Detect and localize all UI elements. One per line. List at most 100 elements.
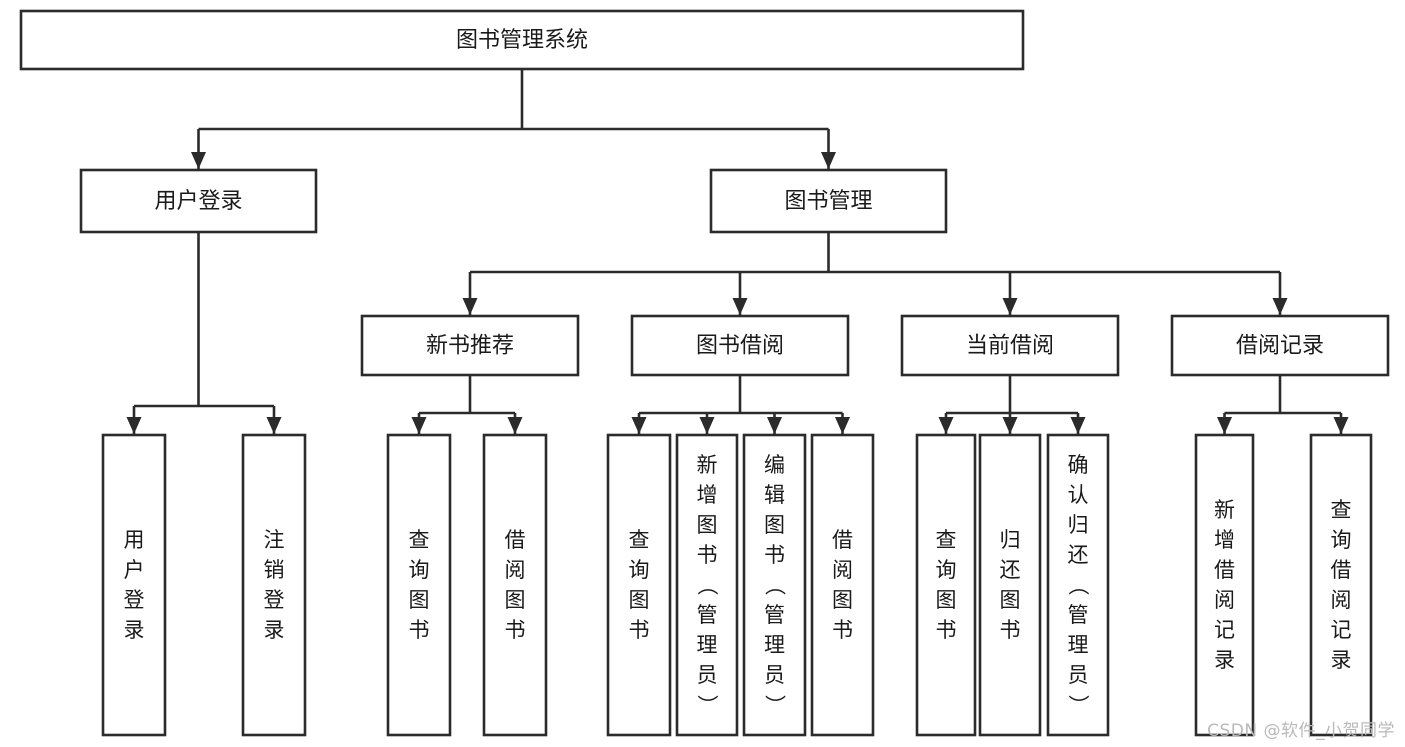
node-leaf-10-label-char: ） (1066, 695, 1090, 716)
arrow-head-icon (631, 417, 647, 434)
node-leaf-3-label-char: 借 (505, 528, 526, 552)
node-leaf-12-label-char: 询 (1331, 528, 1352, 552)
node-level2-1-box[interactable] (709, 168, 948, 234)
node-leaf-0-label-char: 录 (124, 618, 145, 642)
node-leaf-6-label-char: 理 (764, 633, 785, 657)
node-root-book-management-system-box[interactable] (19, 9, 1025, 71)
node-leaf-1-label-char: 录 (264, 618, 285, 642)
arrow-head-icon (1272, 298, 1288, 315)
node-level3-0[interactable]: 新书推荐 (360, 314, 580, 377)
node-leaf-3-box[interactable] (482, 433, 548, 737)
arrow-head-icon (1070, 417, 1086, 434)
node-level2-0[interactable]: 用户登录 (79, 168, 318, 234)
node-leaf-10-label-char: 理 (1068, 633, 1089, 657)
node-leaf-11-label-char: 新 (1214, 498, 1235, 522)
node-leaf-0-label-char: 户 (124, 558, 145, 582)
node-level3-1-label: 图书借阅 (696, 334, 784, 359)
node-root-book-management-system-label: 图书管理系统 (456, 28, 588, 53)
node-leaf-7-box[interactable] (810, 433, 875, 737)
node-leaf-3-label-char: 图 (505, 588, 526, 612)
node-leaf-10-label-char: 确 (1068, 453, 1089, 477)
node-leaf-12-label-char: 查 (1331, 498, 1352, 522)
node-leaf-10-box[interactable] (1046, 433, 1110, 737)
node-leaf-5-box[interactable] (675, 433, 739, 737)
node-leaf-2-label-char: 询 (409, 558, 430, 582)
node-leaf-11-label-char: 记 (1214, 618, 1235, 642)
node-leaf-5-label-char: 管 (697, 603, 718, 627)
arrow-head-icon (835, 417, 850, 434)
node-leaf-1-label-char: 注 (264, 528, 285, 552)
node-leaf-1-label-char: 销 (264, 558, 285, 582)
node-level3-2[interactable]: 当前借阅 (900, 314, 1120, 377)
node-leaf-11-label-char: 录 (1214, 648, 1235, 672)
arrow-head-icon (821, 152, 836, 169)
arrow-head-icon (1002, 417, 1018, 434)
node-leaf-5-label-char: （ (695, 575, 719, 596)
node-leaf-2-label-char: 书 (409, 618, 430, 642)
arrow-head-icon (462, 298, 478, 315)
node-leaf-7-label-char: 阅 (832, 558, 853, 582)
node-level3-3[interactable]: 借阅记录 (1170, 314, 1390, 377)
node-leaf-9-label-char: 图 (1000, 588, 1021, 612)
node-leaf-1-box[interactable] (241, 433, 307, 737)
node-leaf-10-label-char: 还 (1068, 543, 1089, 567)
node-leaf-4-box[interactable] (606, 433, 672, 737)
node-leaf-10-label-char: 管 (1068, 603, 1089, 627)
node-leaf-10-label-char: 认 (1068, 483, 1089, 507)
node-level3-1-box[interactable] (630, 314, 850, 377)
node-leaf-11-label-char: 借 (1214, 558, 1235, 582)
node-leaf-8-label-char: 查 (936, 528, 957, 552)
node-level2-1-label: 图书管理 (784, 189, 872, 214)
node-leaf-10-label-char: 归 (1068, 513, 1089, 537)
arrow-head-icon (191, 152, 206, 169)
node-leaf-12-label-char: 借 (1331, 558, 1352, 582)
node-leaf-11-box[interactable] (1194, 433, 1255, 737)
node-root-book-management-system[interactable]: 图书管理系统 (19, 9, 1025, 71)
node-leaf-5-label-char: 理 (697, 633, 718, 657)
node-leaf-0-label-char: 用 (124, 528, 145, 552)
node-level3-3-box[interactable] (1170, 314, 1390, 377)
node-leaf-0[interactable]: 用户登录 (101, 433, 167, 737)
node-level3-0-label: 新书推荐 (426, 334, 514, 359)
node-leaf-5-label-char: 图 (697, 513, 718, 537)
node-leaf-1-label-char: 登 (264, 588, 285, 612)
node-leaf-9-label-char: 归 (1000, 528, 1021, 552)
arrow-head-icon (1333, 417, 1349, 434)
node-leaf-6-box[interactable] (742, 433, 807, 737)
arrow-head-icon (1217, 417, 1232, 434)
node-level3-1[interactable]: 图书借阅 (630, 314, 850, 377)
node-leaf-6-label-char: 图 (764, 513, 785, 537)
arrow-head-icon (1002, 298, 1018, 315)
node-leaf-11-label-char: 阅 (1214, 588, 1235, 612)
node-level3-2-box[interactable] (900, 314, 1120, 377)
node-leaf-2-box[interactable] (386, 433, 452, 737)
node-level3-0-box[interactable] (360, 314, 580, 377)
arrow-head-icon (938, 417, 954, 434)
arrow-head-icon (507, 417, 523, 434)
node-leaf-9-box[interactable] (978, 433, 1042, 737)
node-leaf-0-box[interactable] (101, 433, 167, 737)
node-leaf-6-label-char: 编 (764, 453, 785, 477)
arrow-head-icon (699, 417, 715, 434)
node-leaf-4-label-char: 图 (629, 588, 650, 612)
node-leaf-4-label-char: 查 (629, 528, 650, 552)
node-leaf-5-label-char: 书 (697, 543, 718, 567)
node-leaf-8-box[interactable] (915, 433, 977, 737)
node-level2-1[interactable]: 图书管理 (709, 168, 948, 234)
node-leaf-12-box[interactable] (1309, 433, 1373, 737)
node-level2-0-box[interactable] (79, 168, 318, 234)
